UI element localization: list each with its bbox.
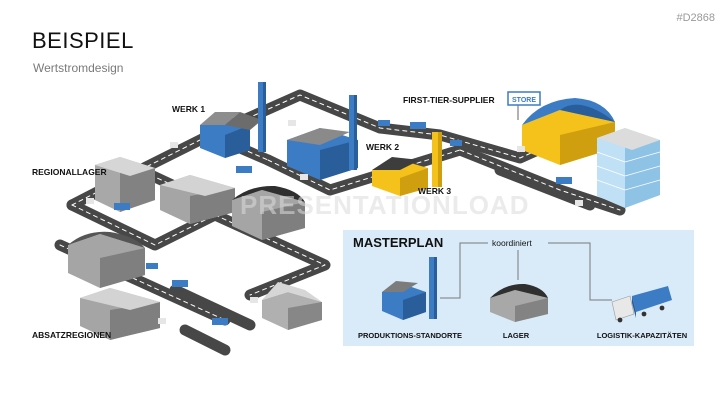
factory-icon: [382, 257, 437, 320]
masterplan-panel: MASTERPLAN koordiniert: [343, 230, 694, 346]
werk1-label: WERK 1: [172, 104, 205, 114]
masterplan-item-label-lager: LAGER: [503, 331, 530, 340]
werk2-label: WERK 2: [366, 142, 399, 152]
regionallager-building: [95, 157, 155, 212]
warehouse-icon: [490, 283, 548, 322]
masterplan-item-label-logistik: LOGISTIK-KAPAZITÄTEN: [597, 331, 687, 340]
werk3-label: WERK 3: [418, 186, 451, 196]
slide-code: #D2868: [676, 12, 715, 24]
supplier-label: FIRST-TIER-SUPPLIER: [403, 95, 495, 105]
store-sign: STORE: [507, 91, 541, 120]
warehouse-hall-left: [68, 231, 145, 288]
store-sign-text: STORE: [512, 97, 536, 104]
truck-icon: [611, 286, 672, 323]
page-subtitle: Wertstromdesign: [33, 61, 124, 75]
werk1-factory: [200, 82, 266, 158]
masterplan-connectors: [440, 242, 612, 301]
masterplan-item-label-produktion: PRODUKTIONS-STANDORTE: [358, 331, 462, 340]
warehouse-absatz: [80, 288, 160, 340]
watermark: PRESENTATIONLOAD: [240, 190, 529, 220]
page-title: BEISPIEL: [32, 28, 134, 53]
werk3-factory: [372, 132, 442, 196]
warehouse-dark-roof: [232, 185, 305, 240]
werk2-factory: [287, 95, 358, 180]
warehouse-gray-1: [160, 175, 235, 224]
regionallager-label: REGIONALLAGER: [32, 167, 107, 177]
supplier-warehouse: [522, 98, 615, 165]
masterplan-connector-label: koordiniert: [492, 238, 532, 248]
office-tower: [596, 128, 661, 208]
absatzregionen-label: ABSATZREGIONEN: [32, 330, 111, 340]
map-trucks: [86, 120, 583, 325]
masterplan-title: MASTERPLAN: [353, 235, 443, 250]
house-small: [262, 282, 322, 330]
